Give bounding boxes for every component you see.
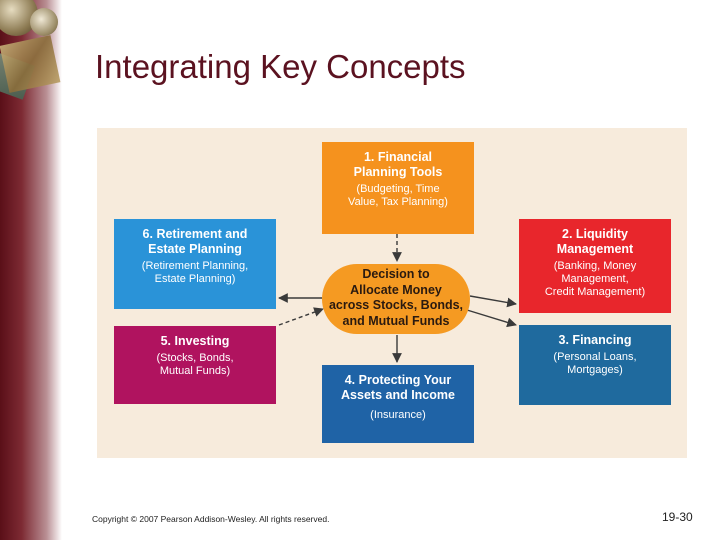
arrow-decision-to-financing <box>466 309 517 328</box>
box-liquidity-management: 2. Liquidity Management (Banking, Money … <box>519 219 671 313</box>
decision-oval: Decision to Allocate Money across Stocks… <box>322 264 470 334</box>
box-title: 5. Investing <box>160 334 230 348</box>
box-title: 3. Financing <box>558 333 632 347</box>
money-coins-image <box>0 0 72 100</box>
box-investing: 5. Investing (Stocks, Bonds, Mutual Fund… <box>114 326 276 404</box>
arrow-decision-to-liquidity <box>469 295 517 308</box>
copyright-footer: Copyright © 2007 Pearson Addison-Wesley.… <box>92 514 330 524</box>
box-subtitle: (Retirement Planning, Estate Planning) <box>141 260 249 285</box>
box-protecting-assets: 4. Protecting Your Assets and Income (In… <box>322 365 474 443</box>
slide-title: Integrating Key Concepts <box>95 48 466 85</box>
box-financial-planning-tools: 1. Financial Planning Tools (Budgeting, … <box>322 142 474 234</box>
box-title: 6. Retirement and Estate Planning <box>142 227 248 256</box>
arrow-investing-to-decision <box>278 307 324 326</box>
box-subtitle: (Insurance) <box>370 409 426 421</box>
box-subtitle: (Banking, Money Management, Credit Manag… <box>544 260 646 298</box>
box-subtitle: (Budgeting, Time Value, Tax Planning) <box>348 183 448 208</box>
box-subtitle: (Personal Loans, Mortgages) <box>553 351 637 376</box>
box-financing: 3. Financing (Personal Loans, Mortgages) <box>519 325 671 405</box>
box-retirement-estate: 6. Retirement and Estate Planning (Retir… <box>114 219 276 309</box>
box-title: 1. Financial Planning Tools <box>353 150 443 179</box>
box-title: 4. Protecting Your Assets and Income <box>341 373 455 402</box>
box-title: 2. Liquidity Management <box>556 227 634 256</box>
slide-number: 19-30 <box>662 510 693 524</box>
diagram-panel: 1. Financial Planning Tools (Budgeting, … <box>97 128 687 458</box>
connector-arrows <box>278 234 517 363</box>
box-subtitle: (Stocks, Bonds, Mutual Funds) <box>156 352 234 377</box>
